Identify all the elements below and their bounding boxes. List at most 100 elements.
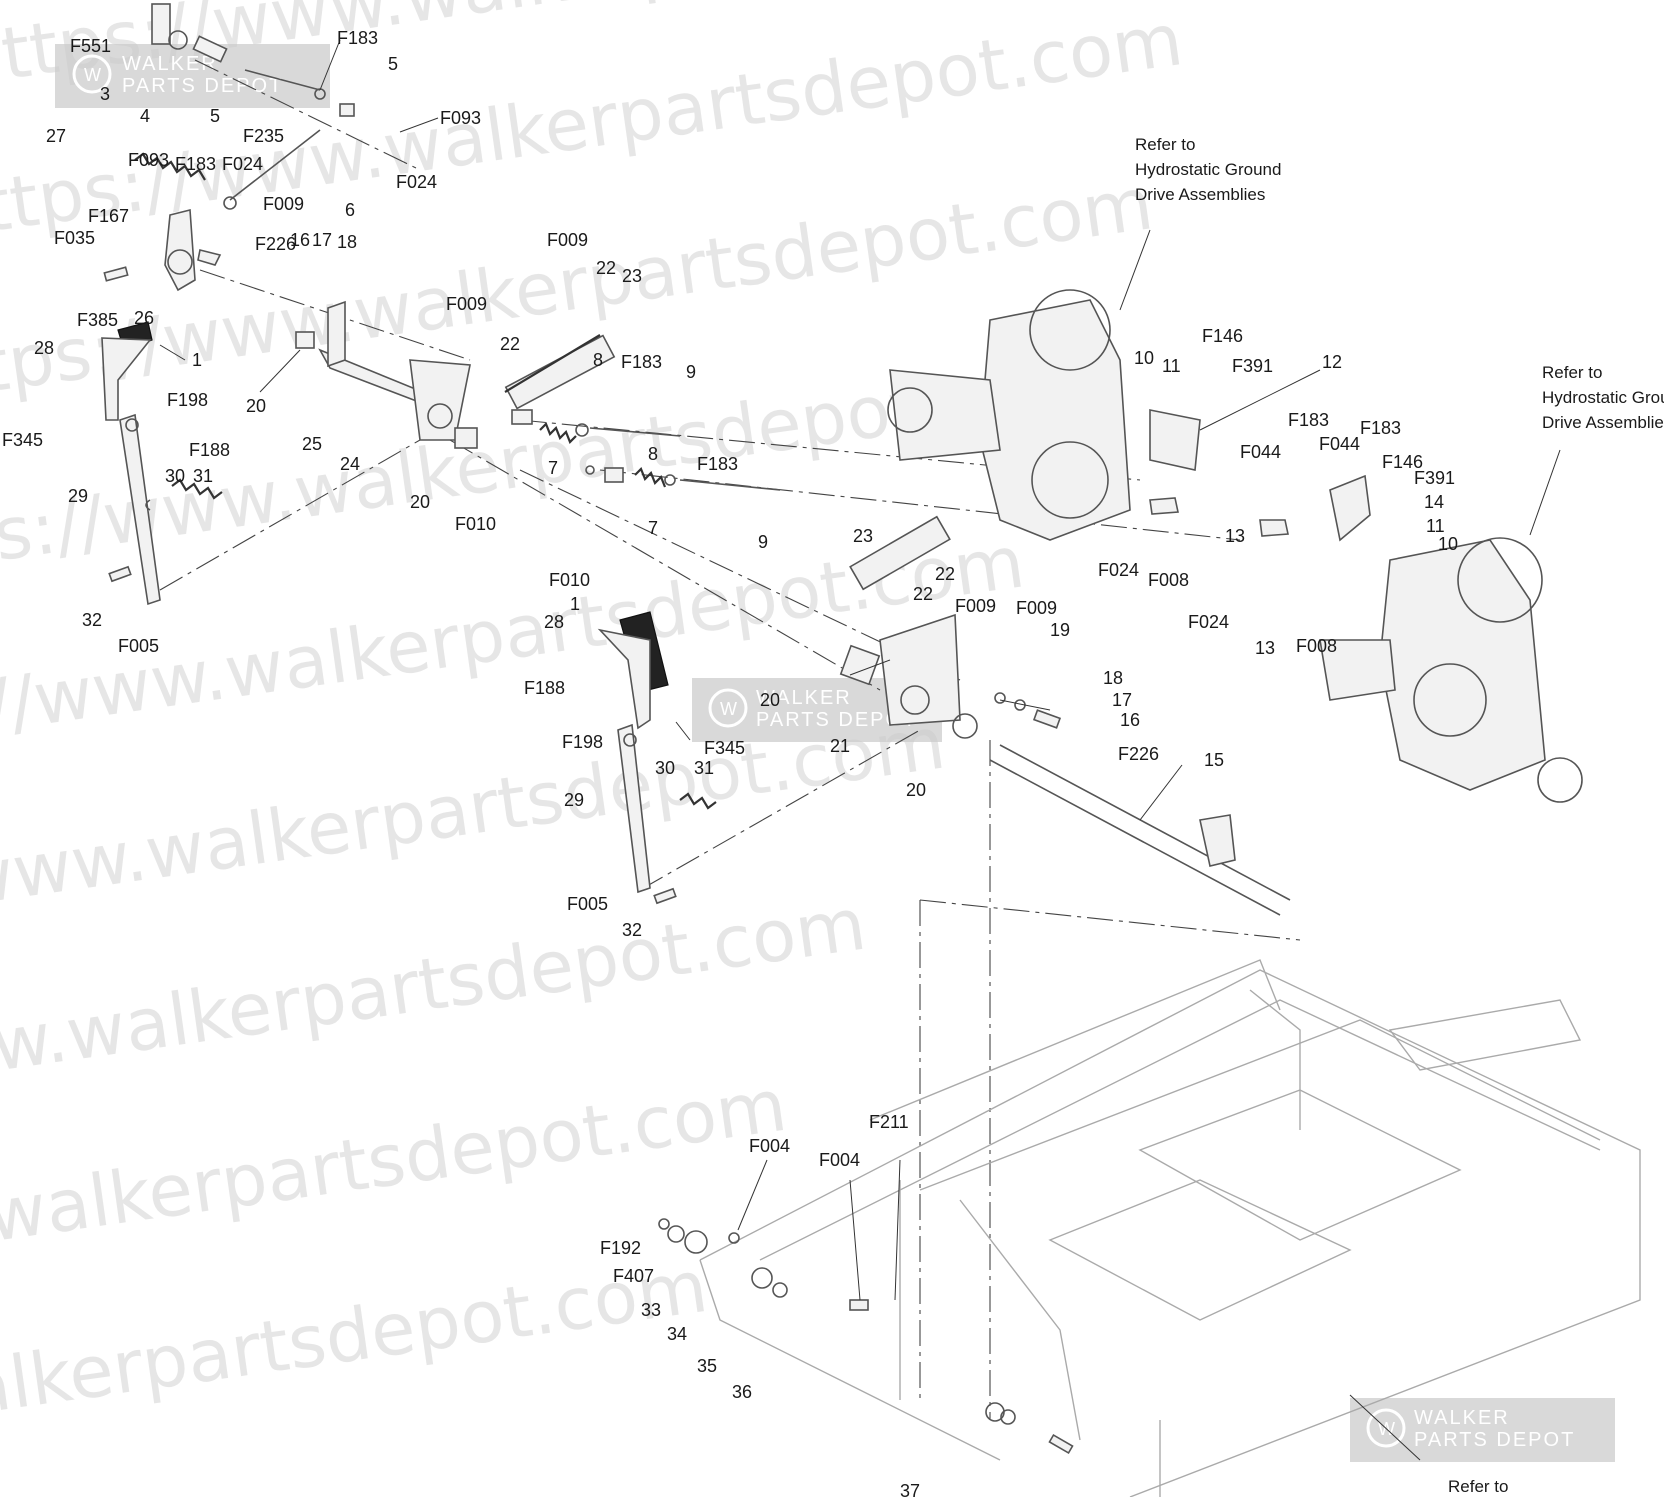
center-linkage: [295, 300, 781, 491]
upper-linkage: [103, 3, 355, 292]
callout-label: F008: [1296, 636, 1337, 656]
callout-label: F183: [1288, 410, 1329, 430]
callout-label: 29: [68, 486, 88, 506]
callout-label: F192: [600, 1238, 641, 1258]
callout-label: F183: [621, 352, 662, 372]
svg-text:W: W: [84, 65, 101, 85]
callout-label: 17: [312, 230, 332, 250]
callout-label: F551: [70, 36, 111, 56]
walker-badge: W WALKER PARTS DEPOT: [55, 44, 330, 108]
callout-label: F010: [549, 570, 590, 590]
callout-label: 1: [570, 594, 580, 614]
reference-note-top: Refer to Hydrostatic Ground Drive Assemb…: [1135, 135, 1286, 204]
callout-label: F009: [955, 596, 996, 616]
chassis-frame: [699, 959, 1641, 1497]
callout-label: 20: [906, 780, 926, 800]
badge-subtitle: PARTS DEPOT: [756, 709, 917, 731]
callout-label: F385: [77, 310, 118, 330]
callout-label: F044: [1240, 442, 1281, 462]
callout-label: 22: [913, 584, 933, 604]
reference-note-bottom: Refer to: [1448, 1477, 1508, 1496]
callout-label: 7: [648, 518, 658, 538]
callout-label: F183: [337, 28, 378, 48]
callout-label: 20: [246, 396, 266, 416]
callout-label: F167: [88, 206, 129, 226]
callout-label: 8: [593, 350, 603, 370]
callout-label: 3: [100, 84, 110, 104]
callout-label: 16: [1120, 710, 1140, 730]
callout-label: F235: [243, 126, 284, 146]
leader-lines: [159, 39, 1561, 1461]
callout-label: F009: [263, 194, 304, 214]
callout-label: 15: [1204, 750, 1224, 770]
callout-label: F188: [189, 440, 230, 460]
callout-label: 13: [1225, 526, 1245, 546]
callout-label: 11: [1426, 516, 1445, 536]
callout-label: F226: [255, 234, 296, 254]
callout-label: F391: [1414, 468, 1455, 488]
badge-title: WALKER: [122, 53, 218, 75]
reference-note-right: Refer to Hydrostatic Ground Drive Assemb…: [1542, 363, 1664, 432]
callout-label: F009: [1016, 598, 1057, 618]
callout-label: 26: [134, 308, 154, 328]
callout-label: F005: [118, 636, 159, 656]
callout-label: 18: [337, 232, 357, 252]
callout-label: F093: [128, 150, 169, 170]
callout-label: F024: [396, 172, 437, 192]
callout-label: F198: [562, 732, 603, 752]
callout-label: 5: [210, 106, 220, 126]
callout-label: F024: [1098, 560, 1139, 580]
callout-label: 17: [1112, 690, 1132, 710]
callout-label: F044: [1319, 434, 1360, 454]
callout-label: 20: [760, 690, 780, 710]
callout-label: F146: [1202, 326, 1243, 346]
callout-label: F024: [222, 154, 263, 174]
hydro-drive-left: [887, 289, 1289, 541]
callout-label: F391: [1232, 356, 1273, 376]
badge-subtitle: PARTS DEPOT: [122, 75, 283, 97]
hydro-drive-right: [1319, 474, 1583, 803]
callout-label: 19: [1050, 620, 1070, 640]
callout-label: 28: [34, 338, 54, 358]
svg-text:W: W: [720, 699, 737, 719]
callout-label: F211: [869, 1112, 909, 1132]
callout-label: F004: [819, 1150, 860, 1170]
callout-label: 31: [193, 466, 213, 486]
callout-label: 10: [1134, 348, 1154, 368]
badge-title: WALKER: [1414, 1407, 1510, 1429]
callout-label: 9: [758, 532, 768, 552]
callout-label: 16: [290, 230, 310, 250]
callout-label: 1: [192, 350, 202, 370]
callout-label: 12: [1322, 352, 1342, 372]
callout-label: F226: [1118, 744, 1159, 764]
callout-label: 21: [830, 736, 850, 756]
callout-label: 23: [622, 266, 642, 286]
left-pedal-assembly: [101, 321, 223, 606]
callout-label: 31: [694, 758, 714, 778]
callout-label: 14: [1424, 492, 1444, 512]
callout-label: 4: [140, 106, 150, 126]
callout-label: F183: [175, 154, 216, 174]
callout-label: 37: [900, 1481, 920, 1497]
callout-label: 36: [732, 1382, 752, 1402]
reference-notes: Refer to Hydrostatic Ground Drive Assemb…: [1135, 135, 1664, 1496]
callout-label: 34: [667, 1324, 687, 1344]
callout-label: 28: [544, 612, 564, 632]
callout-label: 10: [1438, 534, 1458, 554]
lower-center-assembly: [839, 515, 1291, 916]
callout-label: 35: [697, 1356, 717, 1376]
callout-label: F024: [1188, 612, 1229, 632]
callout-label: F146: [1382, 452, 1423, 472]
callout-label: F009: [547, 230, 588, 250]
callout-label: F004: [749, 1136, 790, 1156]
callout-label: F345: [704, 738, 745, 758]
callout-label: 5: [388, 54, 398, 74]
right-pedal-assembly: [597, 611, 717, 905]
callout-label: F005: [567, 894, 608, 914]
callout-label: F010: [455, 514, 496, 534]
badge-subtitle: PARTS DEPOT: [1414, 1429, 1575, 1451]
callout-label: 24: [340, 454, 360, 474]
callout-label: 33: [641, 1300, 661, 1320]
badge-title: WALKER: [756, 687, 852, 709]
